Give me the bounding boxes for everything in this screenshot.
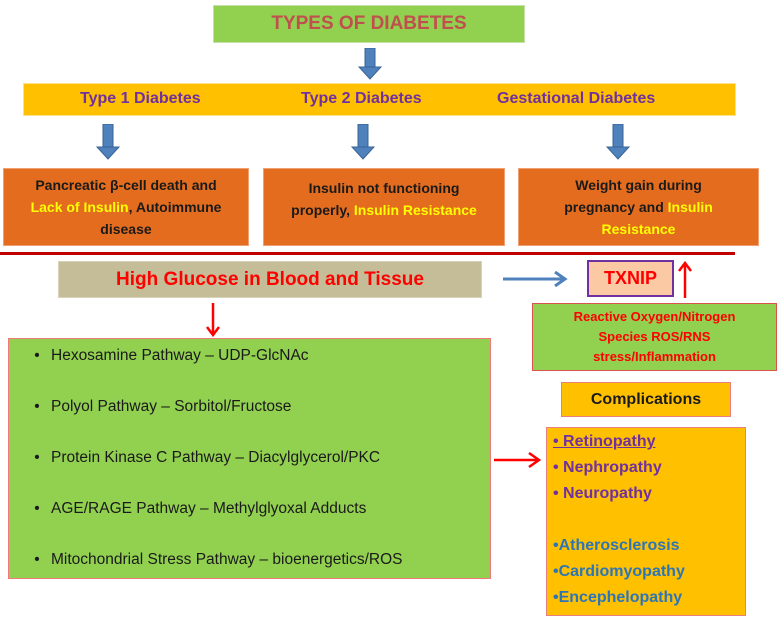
type-1-label: Type 1 Diabetes xyxy=(80,90,201,107)
gestational-cause: Weight gain during pregnancy and Insulin… xyxy=(518,168,759,246)
ros-line2: Species ROS/RNS xyxy=(598,329,711,344)
type-1-cause-line3: disease xyxy=(100,221,152,237)
type-2-cause-prefix: properly, xyxy=(291,202,354,218)
type-2-cause-line1: Insulin not functioning xyxy=(308,180,460,196)
down-arrow-icon xyxy=(206,303,220,337)
bullet-icon: • xyxy=(34,347,40,364)
down-arrow-icon xyxy=(358,48,382,80)
gestational-cause-prefix: pregnancy and xyxy=(564,199,668,215)
section-divider xyxy=(0,252,735,255)
complication-item: • Neuropathy xyxy=(553,485,652,502)
down-arrow-icon xyxy=(351,124,375,160)
pathway-item: •Hexosamine Pathway – UDP-GlcNAc xyxy=(23,347,308,365)
complication-item: •Cardiomyopathy xyxy=(553,563,685,580)
type-1-cause: Pancreatic β-cell death and Lack of Insu… xyxy=(3,168,249,246)
ros-line1: Reactive Oxygen/Nitrogen xyxy=(573,309,736,324)
gestational-label: Gestational Diabetes xyxy=(497,90,656,107)
ros-stress-box: Reactive Oxygen/Nitrogen Species ROS/RNS… xyxy=(532,303,777,371)
pathway-item: •AGE/RAGE Pathway – Methylglyoxal Adduct… xyxy=(23,500,366,518)
complication-item: •Atherosclerosis xyxy=(553,537,680,554)
gestational-cause-line1: Weight gain during xyxy=(575,177,702,193)
type-2-label: Type 2 Diabetes xyxy=(301,90,422,107)
pathways-box: •Hexosamine Pathway – UDP-GlcNAc •Polyol… xyxy=(8,338,491,579)
right-arrow-icon xyxy=(494,451,542,469)
diabetes-types-bar: Type 1 Diabetes Type 2 Diabetes Gestatio… xyxy=(23,83,736,116)
bullet-icon: • xyxy=(34,500,40,517)
complication-item: • Nephropathy xyxy=(553,459,662,476)
complication-item: •Encephelopathy xyxy=(553,589,683,606)
right-arrow-icon xyxy=(503,271,568,287)
diagram-title: TYPES OF DIABETES xyxy=(213,5,525,43)
bullet-icon: • xyxy=(34,551,40,568)
pathway-item: •Polyol Pathway – Sorbitol/Fructose xyxy=(23,398,291,416)
type-2-cause: Insulin not functioning properly, Insuli… xyxy=(263,168,505,246)
bullet-icon: • xyxy=(34,398,40,415)
type-1-highlight: Lack of Insulin xyxy=(30,199,129,215)
bullet-icon: • xyxy=(34,449,40,466)
ros-line3: stress/Inflammation xyxy=(593,349,716,364)
txnip-box: TXNIP xyxy=(587,260,674,297)
up-arrow-icon xyxy=(678,261,692,298)
down-arrow-icon xyxy=(96,124,120,160)
down-arrow-icon xyxy=(606,124,630,160)
type-1-cause-rest: , Autoimmune xyxy=(128,199,222,215)
gestational-highlight: Insulin xyxy=(667,199,713,215)
pathway-item: •Mitochondrial Stress Pathway – bioenerg… xyxy=(23,551,402,569)
pathway-item: •Protein Kinase C Pathway – Diacylglycer… xyxy=(23,449,380,467)
high-glucose-box: High Glucose in Blood and Tissue xyxy=(58,261,482,298)
complications-title: Complications xyxy=(561,382,731,417)
complication-item: • Retinopathy xyxy=(553,433,656,450)
complications-list: • Retinopathy • Nephropathy • Neuropathy… xyxy=(546,427,746,616)
gestational-cause-line3: Resistance xyxy=(601,221,676,237)
type-1-cause-line1: Pancreatic β-cell death and xyxy=(35,177,217,193)
type-2-highlight: Insulin Resistance xyxy=(353,202,477,218)
